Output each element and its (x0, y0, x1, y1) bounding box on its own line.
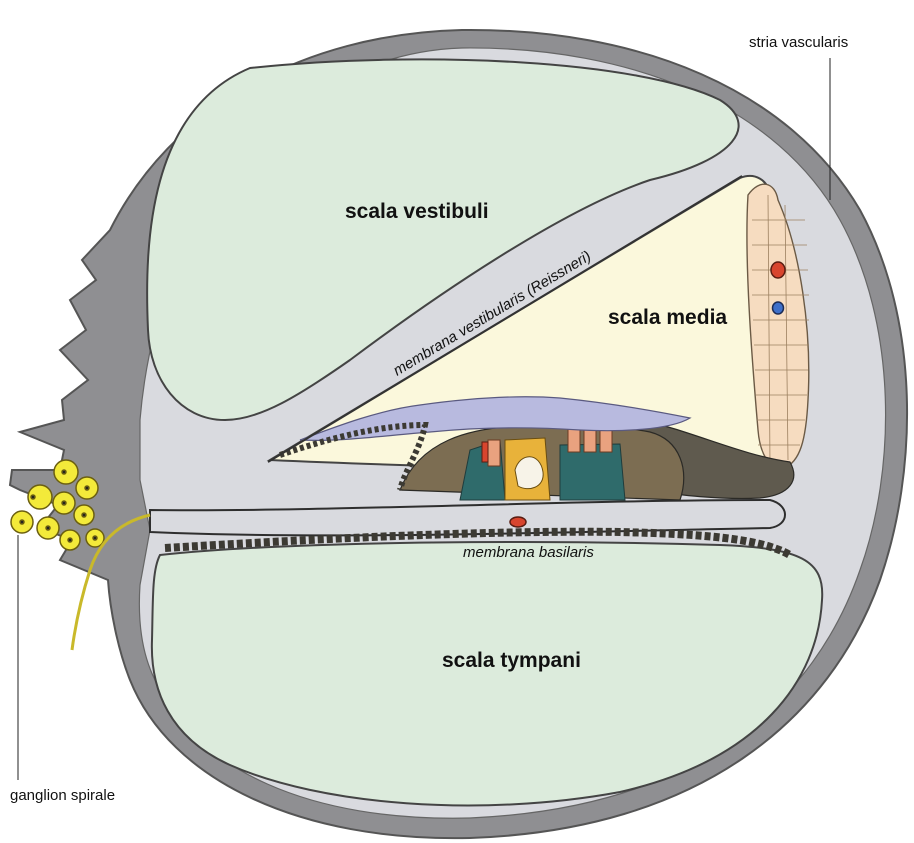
stria-vessel-red (771, 262, 785, 278)
label-ganglion-spirale: ganglion spirale (10, 787, 115, 804)
label-stria-vascularis: stria vascularis (749, 34, 848, 51)
label-scala-media: scala media (608, 306, 727, 329)
label-scala-tympani: scala tympani (442, 649, 581, 672)
label-scala-vestibuli: scala vestibuli (345, 200, 489, 223)
label-membrana-basilaris: membrana basilaris (463, 544, 594, 561)
basilar-vessel (510, 517, 526, 527)
stria-vessel-blue (773, 302, 784, 314)
